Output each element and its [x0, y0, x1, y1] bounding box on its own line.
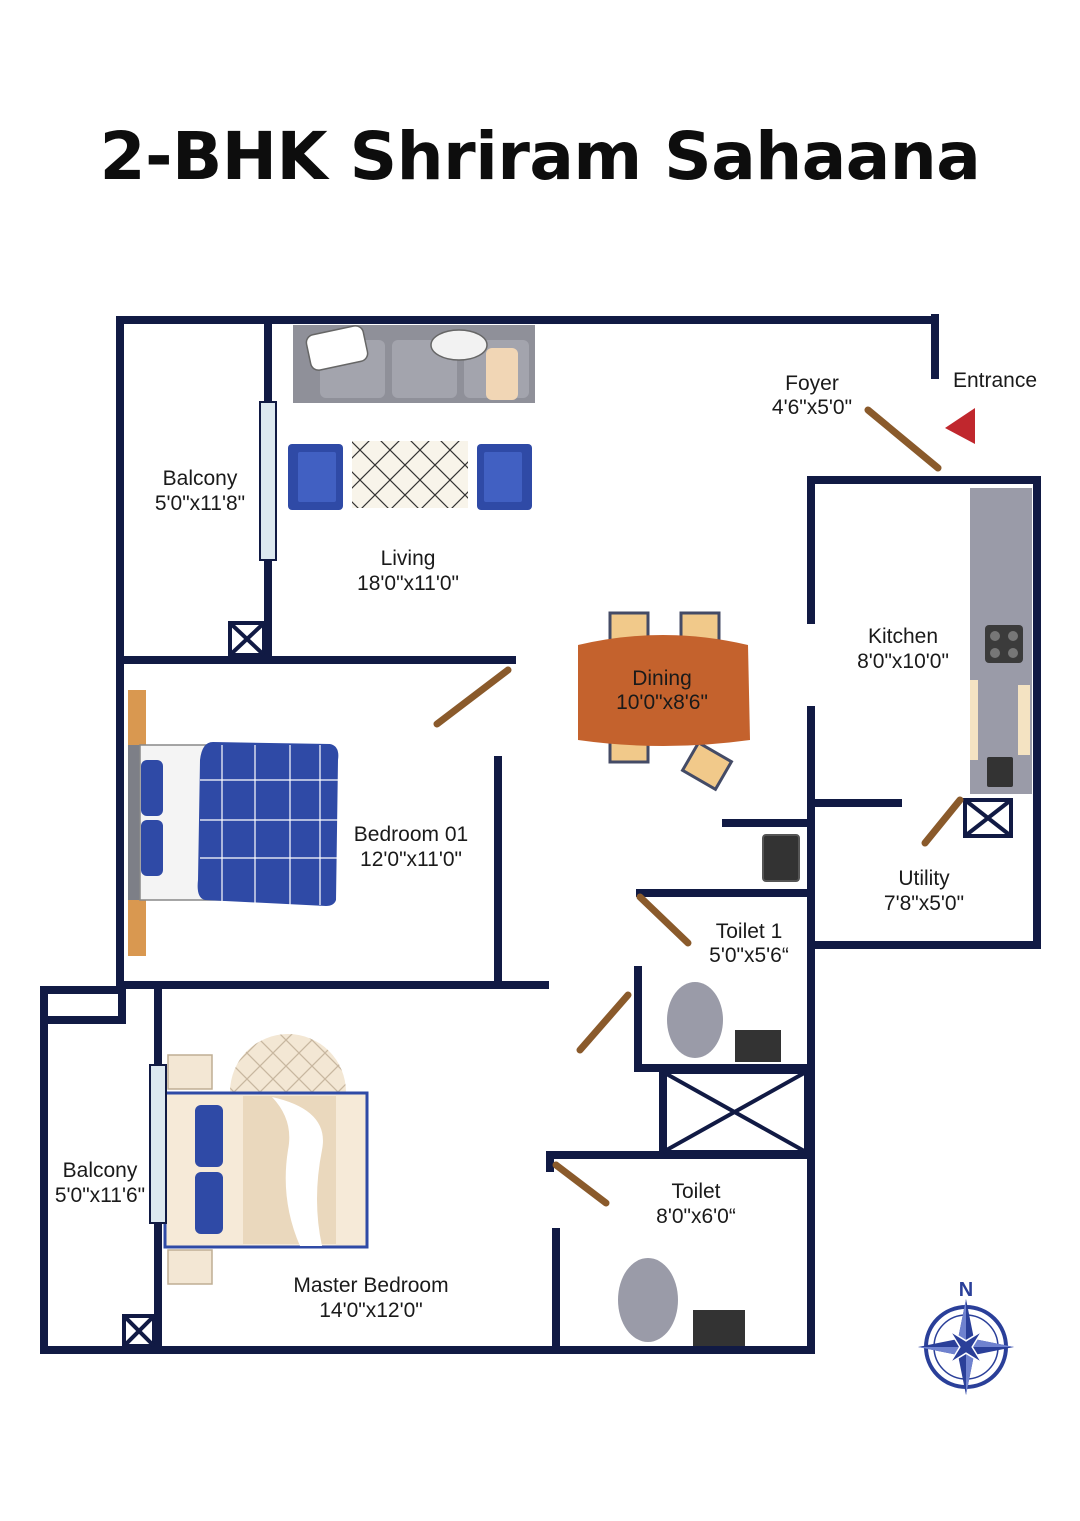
svg-text:5'0"x11'6": 5'0"x11'6": [55, 1184, 145, 1207]
room-label-toilet-1: Toilet 1 5'0"x5'6“: [709, 920, 789, 967]
room-label-balcony-2: Balcony 5'0"x11'6": [55, 1159, 145, 1207]
bed-01: [128, 690, 339, 956]
svg-text:Bedroom 01: Bedroom 01: [354, 823, 468, 846]
svg-text:5'0"x11'8": 5'0"x11'8": [155, 492, 245, 515]
master-bed: [163, 1054, 369, 1285]
svg-text:8'0"x6'0“: 8'0"x6'0“: [656, 1205, 736, 1228]
walls: [40, 314, 1041, 1354]
svg-text:Balcony: Balcony: [63, 1159, 138, 1182]
svg-text:14'0"x12'0": 14'0"x12'0": [319, 1299, 423, 1322]
window: [259, 401, 277, 561]
svg-text:5'0"x5'6“: 5'0"x5'6“: [709, 944, 789, 967]
room-label-living: Living 18'0"x11'0": [357, 547, 459, 595]
svg-text:Living: Living: [381, 547, 436, 570]
svg-text:Dining: Dining: [632, 667, 692, 690]
svg-text:4'6"x5'0": 4'6"x5'0": [772, 396, 852, 419]
svg-text:7'8"x5'0": 7'8"x5'0": [884, 892, 964, 915]
svg-text:Master Bedroom: Master Bedroom: [293, 1274, 448, 1297]
room-label-dining: Dining 10'0"x8'6": [616, 667, 708, 714]
room-label-master-bedroom: Master Bedroom 14'0"x12'0": [293, 1274, 448, 1322]
compass-north-label: N: [959, 1279, 973, 1301]
shaft-icon: [963, 798, 1013, 838]
living-rug: [352, 441, 468, 508]
svg-text:Toilet 1: Toilet 1: [716, 920, 783, 943]
page-title: 2-BHK Shriram Sahaana: [99, 118, 981, 195]
svg-text:8'0"x10'0": 8'0"x10'0": [857, 650, 949, 673]
svg-text:Kitchen: Kitchen: [868, 625, 938, 648]
entrance-label: Entrance: [953, 369, 1037, 392]
living-chair-left: [288, 444, 343, 510]
sink-icon: [762, 834, 800, 882]
svg-text:10'0"x8'6": 10'0"x8'6": [616, 691, 708, 714]
room-label-bedroom-01: Bedroom 01 12'0"x11'0": [354, 823, 468, 871]
shaft-icon: [661, 1070, 808, 1154]
room-label-balcony-1: Balcony 5'0"x11'8": [155, 467, 245, 515]
shaft-icon: [122, 1314, 156, 1348]
room-label-toilet: Toilet 8'0"x6'0“: [656, 1180, 736, 1228]
toilet-icon: [618, 1258, 745, 1346]
svg-text:Foyer: Foyer: [785, 372, 839, 395]
toilet-icon: [667, 982, 781, 1062]
svg-text:Balcony: Balcony: [163, 467, 238, 490]
svg-text:18'0"x11'0": 18'0"x11'0": [357, 572, 459, 595]
sink-icon: [987, 757, 1013, 787]
svg-text:Toilet: Toilet: [671, 1180, 720, 1203]
compass-icon: [918, 1299, 1014, 1395]
doors: [433, 406, 964, 1207]
living-chair-right: [477, 444, 532, 510]
kitchen-counter: [970, 488, 1032, 794]
svg-text:Utility: Utility: [898, 867, 950, 890]
entrance-arrow-icon: [945, 408, 975, 444]
room-label-foyer: Foyer 4'6"x5'0": [772, 372, 852, 419]
sofa: [293, 325, 535, 403]
shaft-icon: [228, 621, 266, 657]
window: [149, 1064, 167, 1224]
stove-icon: [985, 625, 1023, 663]
room-label-utility: Utility 7'8"x5'0": [884, 867, 964, 915]
room-label-kitchen: Kitchen 8'0"x10'0": [857, 625, 949, 673]
svg-text:12'0"x11'0": 12'0"x11'0": [360, 848, 462, 871]
master-rug: [230, 1034, 346, 1092]
dining-set: [578, 611, 750, 792]
